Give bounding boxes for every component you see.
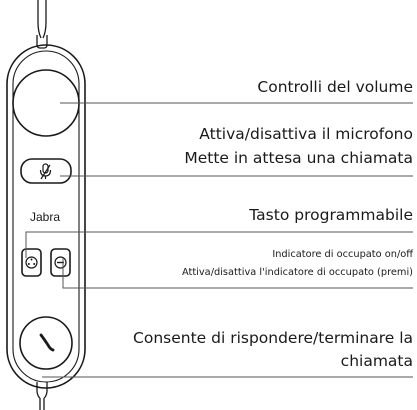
volume-label: Controlli del volume <box>257 78 413 96</box>
call-button[interactable] <box>19 316 73 370</box>
programmable-leader-line <box>25 231 413 258</box>
programmable-button-icon <box>25 256 38 269</box>
busy-indicator-button[interactable] <box>50 248 71 277</box>
busy-label-line2: Attiva/disattiva l'indicatore di occupat… <box>181 267 413 278</box>
answer-label-line2: chiamata <box>340 352 413 370</box>
busy-label-line1: Indicatore di occupato on/off <box>272 249 413 260</box>
mute-label-line2: Mette in attesa una chiamata <box>184 149 413 167</box>
controller-body-outer <box>6 44 86 389</box>
programmable-button[interactable] <box>21 248 42 277</box>
mute-label-line1: Attiva/disattiva il microfono <box>199 125 413 143</box>
top-cable <box>36 0 48 49</box>
programmable-label: Tasto programmabile <box>249 206 413 224</box>
busy-indicator-icon <box>54 256 67 269</box>
answer-label-line1: Consente di rispondere/terminare la <box>133 329 413 347</box>
bottom-cable <box>36 382 48 410</box>
controller-body-inner <box>12 50 80 383</box>
mute-button[interactable] <box>20 158 72 184</box>
busy-leader-line <box>62 258 413 289</box>
microphone-muted-icon <box>39 163 52 180</box>
brand-logo: Jabra <box>30 210 60 224</box>
phone-handset-icon <box>39 333 55 352</box>
